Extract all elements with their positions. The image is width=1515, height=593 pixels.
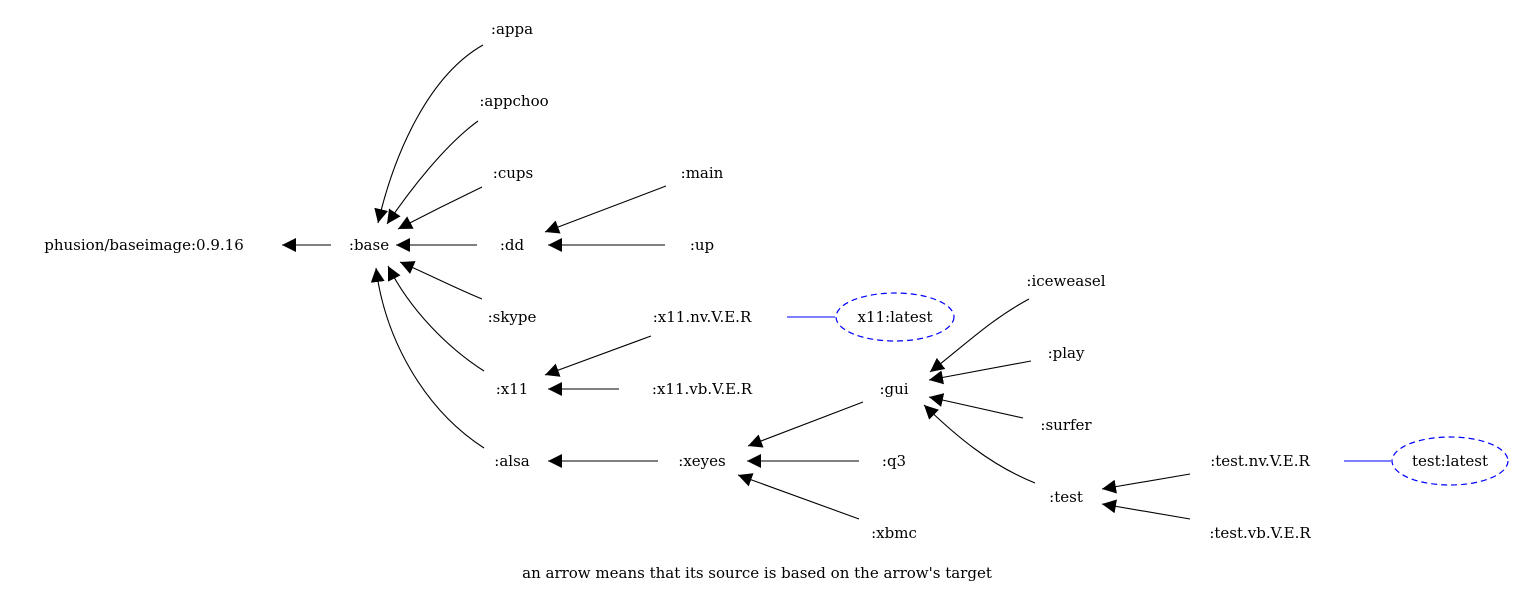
node-x11-vb: :x11.vb.V.E.R [652, 380, 753, 398]
node-x11-nv: :x11.nv.V.E.R [653, 308, 752, 326]
edge-x11nv-x11 [544, 335, 652, 377]
nodes: phusion/baseimage:0.9.16 :base :appa :ap… [44, 20, 1488, 542]
edge-iceweasel-gui [929, 298, 1030, 373]
edge-alsa-base [370, 267, 485, 449]
node-gui: :gui [879, 380, 908, 398]
edge-skype-base [399, 261, 483, 300]
node-xbmc: :xbmc [871, 524, 917, 542]
edge-gui-xeyes [747, 401, 864, 448]
node-q3: :q3 [882, 452, 906, 470]
alias-label-test-latest: test:latest [1412, 452, 1488, 470]
alias-label-x11-latest: x11:latest [858, 308, 933, 326]
alias-node-x11-latest [835, 292, 955, 342]
edge-cups-base [397, 186, 483, 230]
node-test-vb: :test.vb.V.E.R [1209, 524, 1311, 542]
edges [282, 44, 1191, 520]
node-cups: :cups [493, 164, 533, 182]
node-main: :main [681, 164, 724, 182]
node-appchoo: :appchoo [479, 92, 548, 110]
alias-links [787, 292, 1509, 486]
node-skype: :skype [488, 308, 537, 326]
node-test: :test [1049, 488, 1083, 506]
node-base: :base [349, 236, 389, 254]
node-test-nv: :test.nv.V.E.R [1210, 452, 1310, 470]
node-surfer: :surfer [1040, 416, 1092, 434]
edge-main-dd [544, 185, 667, 234]
edge-testvb-test [1101, 499, 1191, 520]
edge-surfer-gui [928, 393, 1024, 419]
edge-testnv-test [1101, 473, 1191, 494]
node-dd: :dd [500, 236, 525, 254]
edge-appa-base [374, 44, 484, 224]
diagram-caption: an arrow means that its source is based … [522, 564, 992, 582]
node-iceweasel: :iceweasel [1026, 272, 1105, 290]
edge-xbmc-xeyes [737, 473, 860, 520]
edge-appchoo-base [386, 120, 479, 225]
node-play: :play [1048, 344, 1085, 362]
node-phusion-baseimage: phusion/baseimage:0.9.16 [44, 236, 244, 254]
alias-node-test-latest [1391, 436, 1509, 486]
node-up: :up [690, 236, 714, 254]
node-x11: :x11 [496, 380, 529, 398]
edge-test-gui [923, 404, 1036, 484]
node-alsa: :alsa [494, 452, 529, 470]
edge-x11-base [387, 265, 485, 372]
edge-play-gui [928, 360, 1032, 385]
node-xeyes: :xeyes [678, 452, 725, 470]
node-appa: :appa [491, 20, 533, 38]
